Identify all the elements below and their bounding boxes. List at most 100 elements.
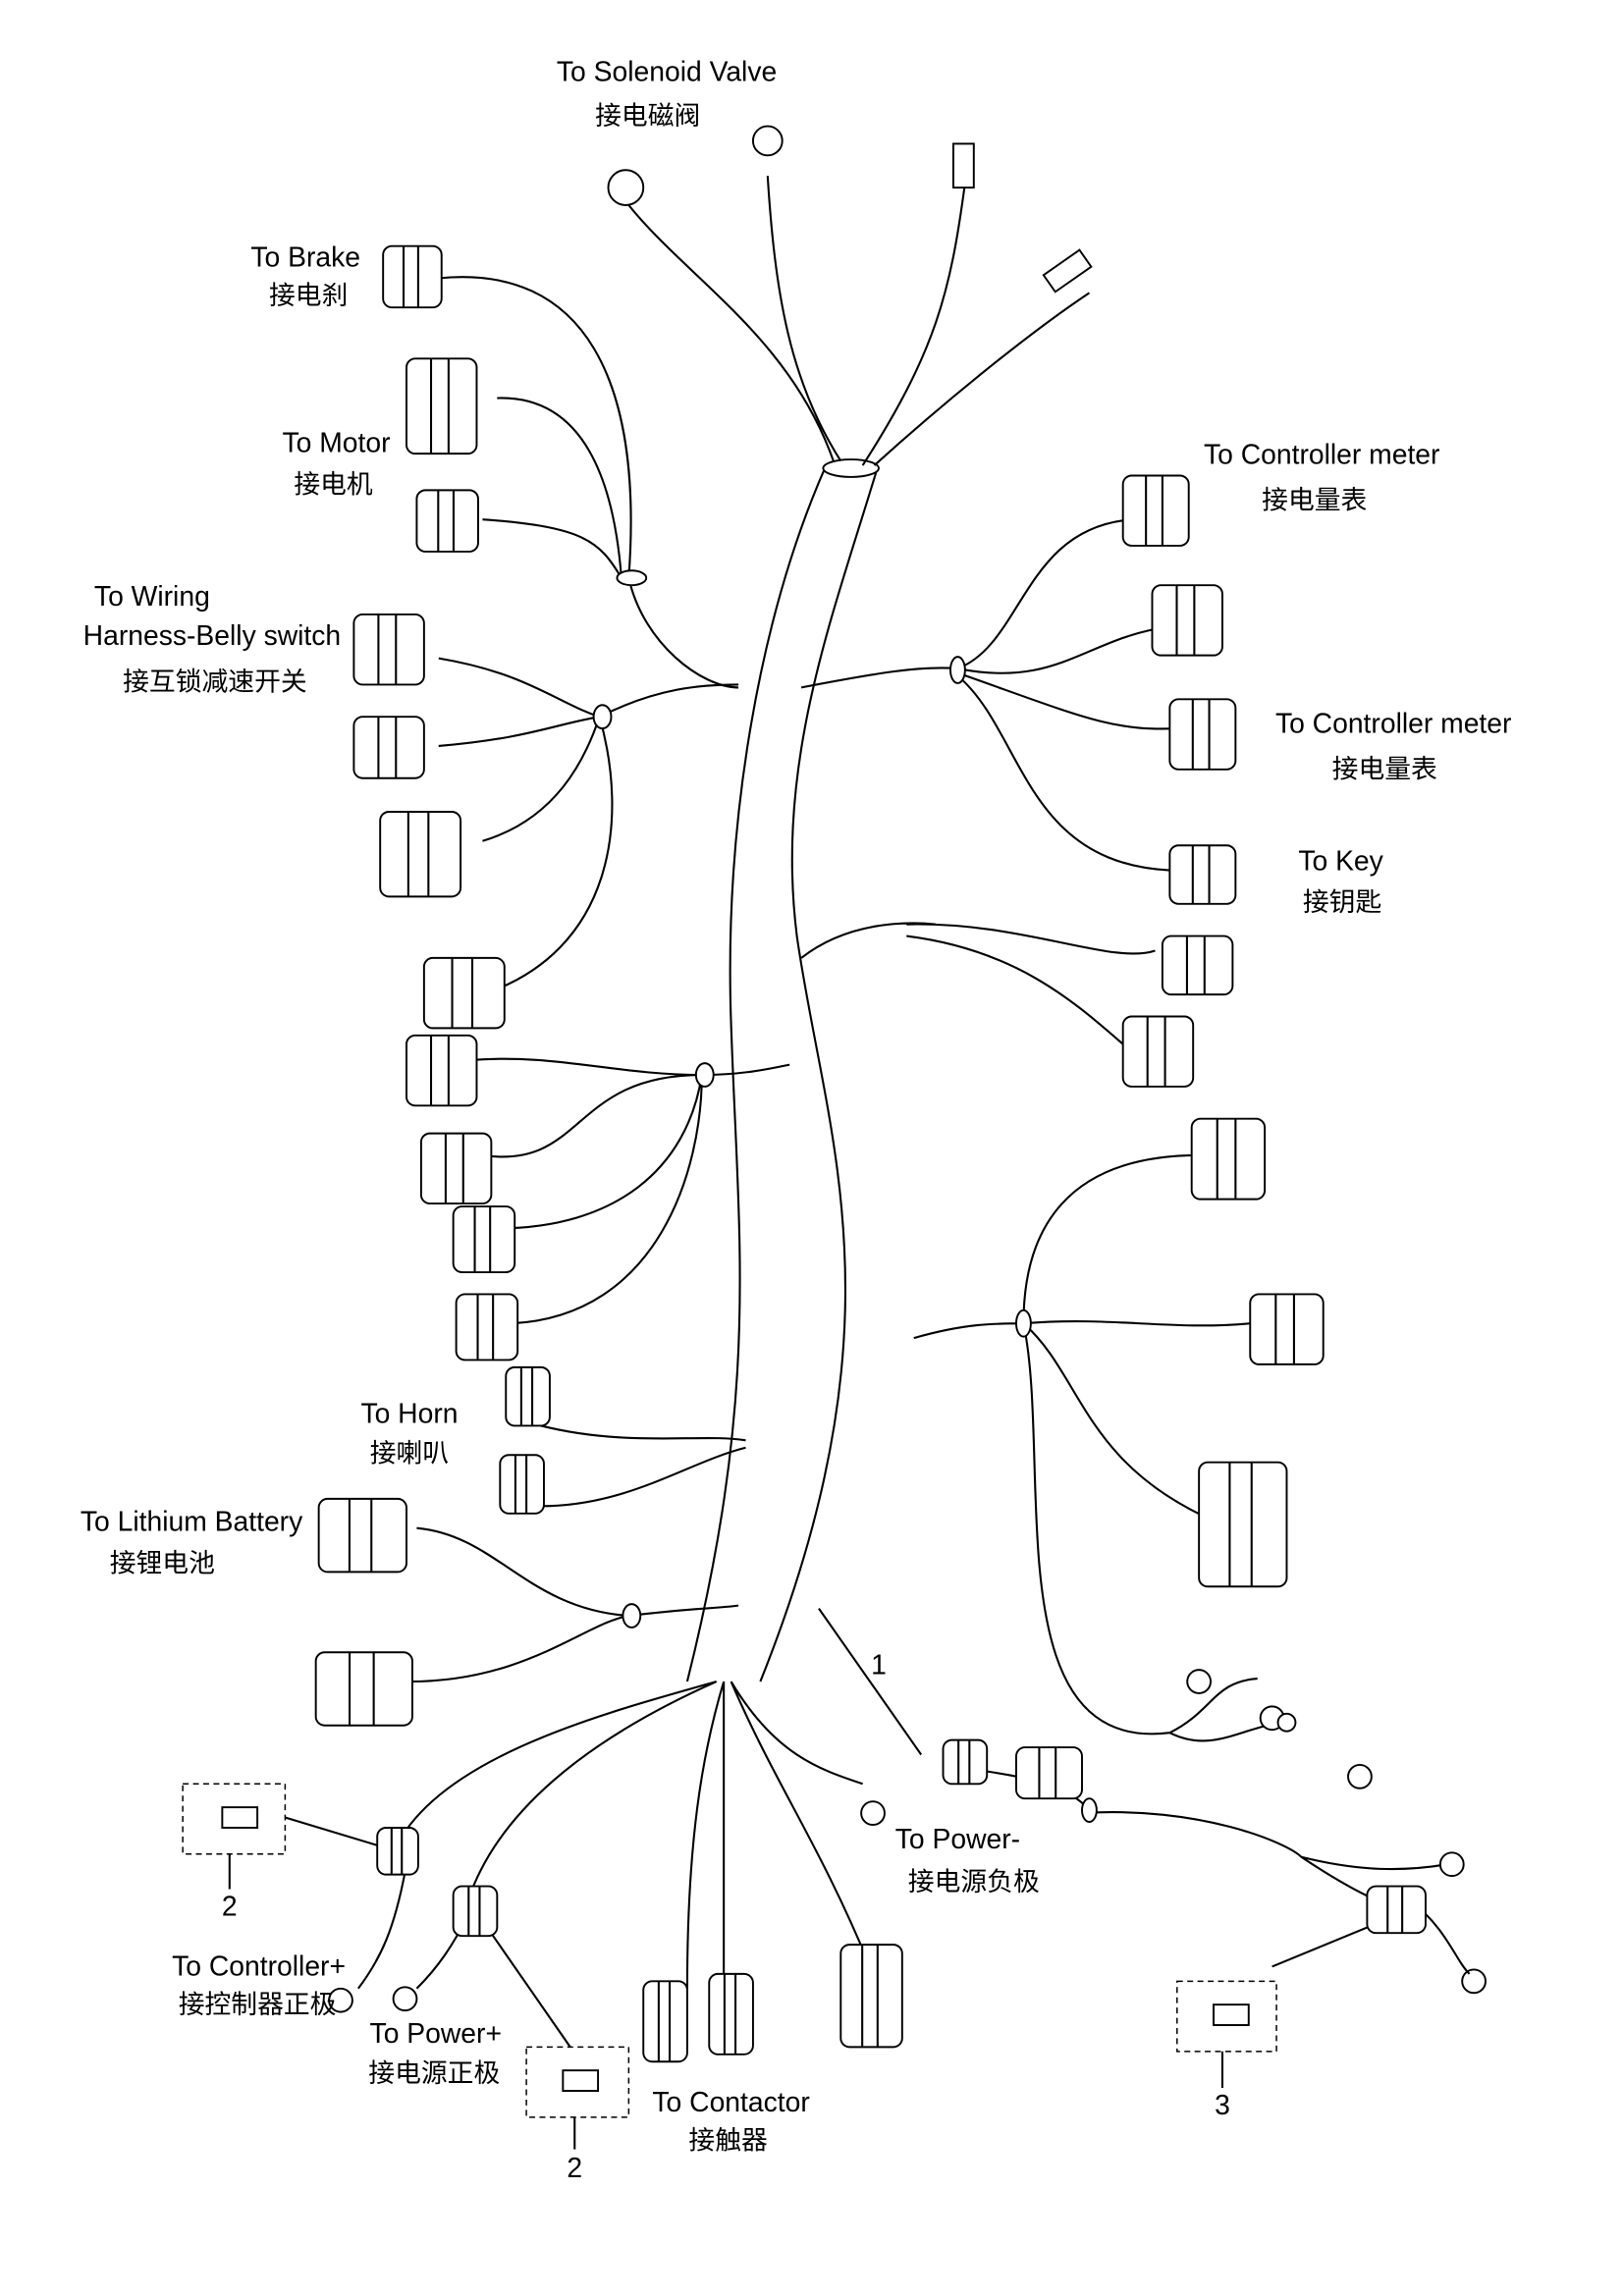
label-meter1-en: To Controller meter <box>1204 439 1439 470</box>
label-motor-en: To Motor <box>282 427 390 458</box>
connector-ribs <box>349 1652 375 1726</box>
connector-ribs <box>1191 699 1211 770</box>
connector-ribs <box>444 1133 464 1204</box>
connector-ribs <box>473 1206 492 1273</box>
harness-wires <box>285 125 1487 2048</box>
connector-ribs <box>1038 1747 1057 1799</box>
label-meter1-cn: 接电量表 <box>1262 486 1367 516</box>
connector-plug <box>419 1132 493 1205</box>
connector-ribs <box>467 1886 481 1937</box>
connector-plug <box>1121 474 1190 547</box>
callout-3: 3 <box>1215 2089 1230 2120</box>
connector-plug <box>499 1454 545 1515</box>
connector-plug <box>317 1497 407 1574</box>
connector-plug <box>352 613 425 686</box>
label-brake-cn: 接电刹 <box>269 281 348 311</box>
fuse-boxes <box>182 1783 1277 2150</box>
label-ctrl-pos-cn: 接控制器正极 <box>179 1990 337 2020</box>
connector-plug <box>1198 1461 1288 1588</box>
connector-ribs <box>348 1498 373 1573</box>
callout-1: 1 <box>871 1649 887 1681</box>
connector-plug <box>1015 1746 1083 1800</box>
connector-ribs <box>1185 935 1206 995</box>
connector-ribs <box>390 1827 404 1875</box>
label-wiring-en-1: To Wiring <box>94 580 210 612</box>
callout-2a: 2 <box>222 1890 238 1921</box>
label-contactor-en: To Contactor <box>652 2086 809 2117</box>
connector-plug <box>1190 1117 1267 1201</box>
label-solenoid-en: To Solenoid Valve <box>557 55 777 86</box>
connector-ribs <box>1274 1294 1295 1364</box>
connector-plug <box>452 1885 499 1938</box>
connector-ribs <box>476 1294 495 1361</box>
label-meter2-cn: 接电量表 <box>1332 755 1437 785</box>
label-key-cn: 接钥匙 <box>1303 887 1381 918</box>
connector-plug <box>314 1651 413 1727</box>
connector-ribs <box>451 957 474 1029</box>
label-brake-en: To Brake <box>250 241 360 273</box>
connector-plug <box>942 1738 989 1786</box>
label-ctrl-pos-en: To Controller+ <box>172 1949 346 1981</box>
label-power-pos-cn: 接电源正极 <box>368 2058 500 2089</box>
connector-plug <box>839 1944 903 2049</box>
connector-plug <box>376 1827 419 1876</box>
connector-ribs <box>1145 475 1163 546</box>
connector-ribs <box>657 1981 672 2062</box>
connector-plug <box>1168 844 1237 905</box>
connector-ribs <box>861 1945 879 2048</box>
connector-ribs <box>377 614 398 685</box>
connector-plug <box>1121 1015 1195 1088</box>
connector-plug <box>406 1034 478 1107</box>
connector-plug <box>1151 584 1223 657</box>
trunk-right-edge <box>759 467 879 1682</box>
connector-ribs <box>723 1973 737 2055</box>
label-contactor-cn: 接触器 <box>688 2126 768 2157</box>
connector-ribs <box>1216 1118 1237 1200</box>
label-power-neg-en: To Power- <box>895 1823 1020 1854</box>
connector-plug <box>422 956 506 1030</box>
callout-2b: 2 <box>567 2152 582 2183</box>
connector-plug <box>505 1365 551 1427</box>
label-horn-en: To Horn <box>360 1397 458 1428</box>
label-key-en: To Key <box>1298 845 1383 877</box>
label-battery-cn: 接锂电池 <box>110 1548 215 1578</box>
connector-plug <box>406 357 478 455</box>
connector-ribs <box>1228 1462 1253 1587</box>
label-horn-cn: 接喇叭 <box>370 1439 449 1469</box>
label-solenoid-cn: 接电磁阀 <box>595 101 700 132</box>
trunk-left-edge <box>685 464 828 1682</box>
connector-ribs <box>429 358 450 454</box>
connector-ribs <box>1386 1886 1404 1934</box>
connector-plug <box>1366 1885 1427 1935</box>
label-motor-cn: 接电机 <box>294 469 373 500</box>
label-battery-en: To Lithium Battery <box>81 1506 303 1537</box>
connector-plug <box>452 1205 516 1274</box>
connector-ribs <box>402 245 419 308</box>
connector-plug <box>1161 934 1234 996</box>
connector-plug <box>455 1293 519 1362</box>
connector-ribs <box>519 1366 534 1426</box>
connector-ribs <box>406 811 430 897</box>
label-wiring-cn: 接互锁减速开关 <box>123 667 307 697</box>
connector-plug <box>642 1980 688 2063</box>
connector-plug <box>1249 1293 1325 1365</box>
label-meter2-en: To Controller meter <box>1275 708 1511 739</box>
label-wiring-en-2: Harness-Belly switch <box>83 619 341 651</box>
connector-plug <box>708 1972 754 2056</box>
connector-ribs <box>429 1035 450 1106</box>
trunk-sleeve-top <box>822 458 880 478</box>
connector-plug <box>382 244 443 309</box>
label-power-pos-en: To Power+ <box>370 2017 502 2049</box>
connector-ribs <box>1191 845 1211 904</box>
connector-plug <box>352 716 425 779</box>
label-power-neg-cn: 接电源负极 <box>908 1867 1040 1897</box>
labels: To Solenoid Valve 接电磁阀 To Brake 接电刹 To M… <box>81 55 1512 2182</box>
connector-ribs <box>1146 1016 1166 1087</box>
connector-ribs <box>514 1455 528 1514</box>
connector-ribs <box>1175 585 1196 656</box>
connectors <box>314 244 1427 2063</box>
connector-ribs <box>957 1739 971 1785</box>
connector-ribs <box>377 717 398 778</box>
